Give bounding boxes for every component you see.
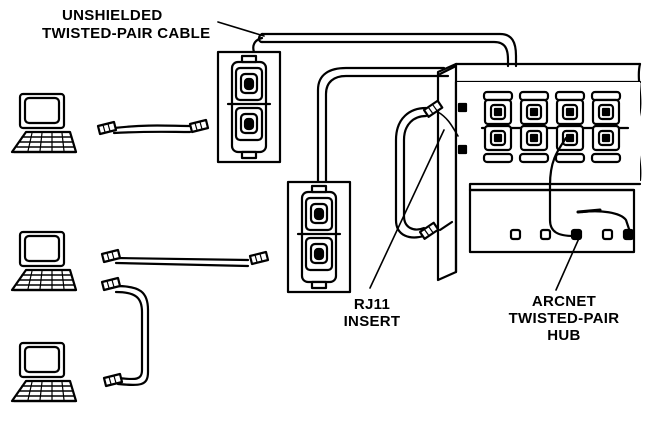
computer-icon bbox=[12, 232, 76, 290]
wall-jack-icon bbox=[288, 182, 350, 292]
hub-label-line1: ARCNET bbox=[532, 293, 596, 310]
computer-link-3 bbox=[102, 278, 148, 386]
rj11-label-line2: INSERT bbox=[344, 313, 401, 330]
hub-chassis-icon bbox=[438, 64, 640, 280]
hub-label-line2: TWISTED-PAIR bbox=[509, 310, 620, 327]
cable-label-line1: UNSHIELDED bbox=[62, 7, 163, 24]
wall-jack-icon bbox=[218, 52, 280, 162]
computer-link-1 bbox=[98, 120, 208, 134]
computer-icon bbox=[12, 343, 76, 401]
cable-label-line2: TWISTED-PAIR CABLE bbox=[42, 25, 210, 42]
computer-icon bbox=[12, 94, 76, 152]
computer-link-2 bbox=[102, 250, 268, 266]
hub-label-line3: HUB bbox=[547, 327, 580, 344]
rj11-label-line1: RJ11 bbox=[354, 296, 390, 313]
rj11-leader bbox=[370, 130, 444, 288]
